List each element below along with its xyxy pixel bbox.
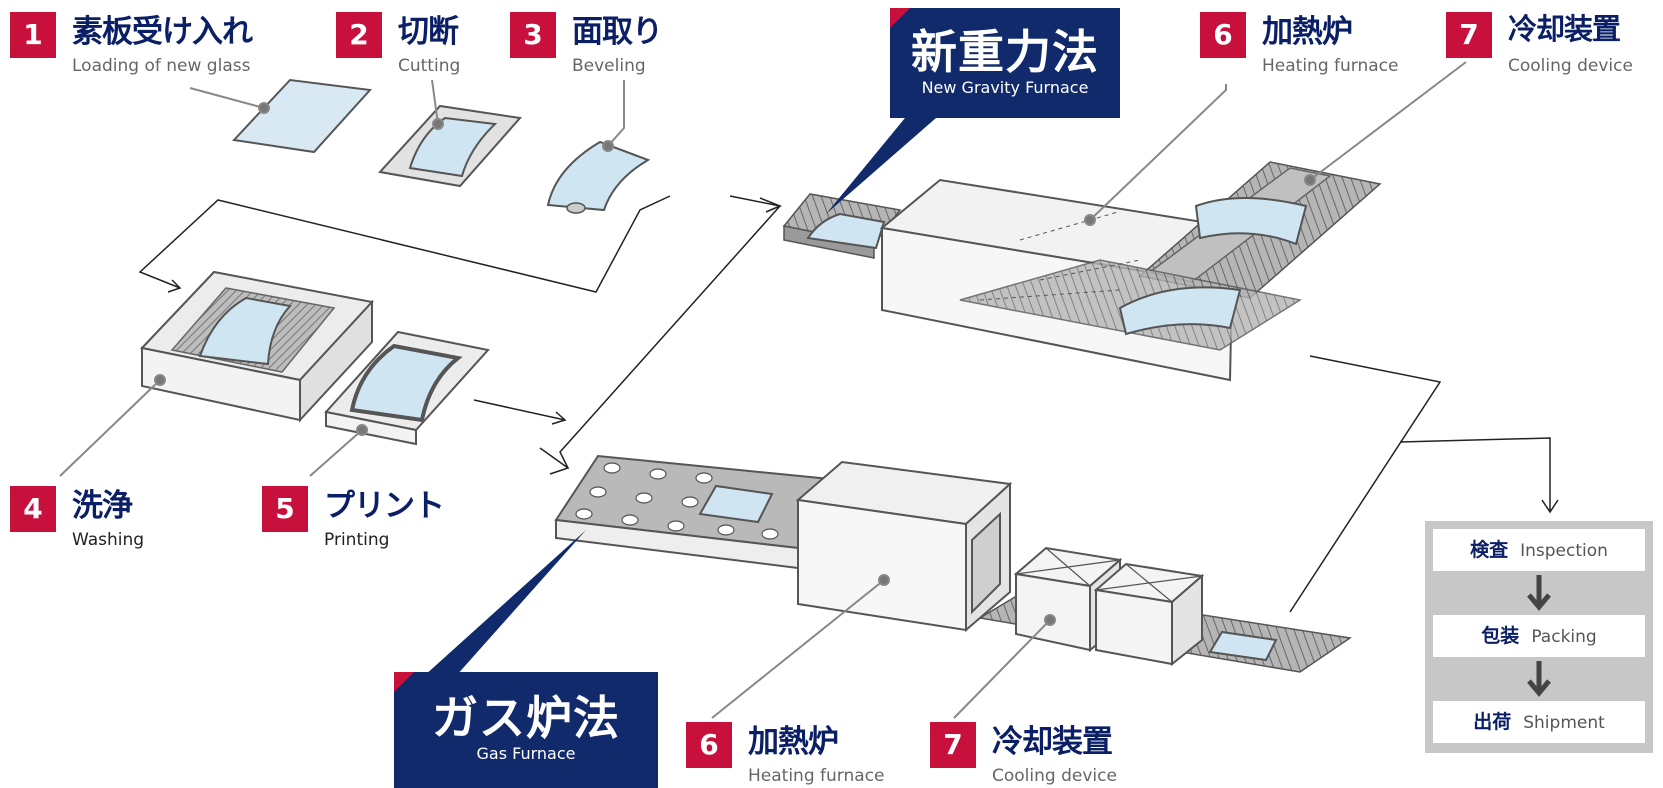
step-title-jp: 面取り [572, 14, 663, 50]
step-number-badge: 1 [10, 12, 56, 58]
step-number-badge: 4 [10, 486, 56, 532]
step-number-badge: 5 [262, 486, 308, 532]
step-title-en: Washing [72, 530, 145, 550]
method-title-en: New Gravity Furnace [921, 78, 1089, 97]
method-title-en: Gas Furnace [476, 744, 576, 763]
step-title-en: Loading of new glass [72, 56, 251, 76]
step-title-en: Heating furnace [1262, 56, 1399, 76]
step-title-en: Beveling [572, 56, 646, 76]
final-step-shipment: 出荷 Shipment [1433, 701, 1645, 743]
step-title-jp: 素板受け入れ [72, 14, 253, 50]
final-step-packing: 包装 Packing [1433, 615, 1645, 657]
final-step-jp: 検査 [1470, 539, 1509, 561]
gravity-pointer [826, 118, 936, 214]
step-title-en: Cutting [398, 56, 461, 76]
corner-accent [394, 672, 414, 692]
down-arrow-icon [1527, 575, 1551, 611]
step-number-badge: 2 [336, 12, 382, 58]
gas-pointer [424, 530, 586, 676]
printing-graphic [324, 330, 490, 446]
step-title-jp: プリント [324, 488, 445, 524]
final-step-inspection: 検査 Inspection [1433, 529, 1645, 571]
down-arrow-icon [1527, 661, 1551, 697]
step-number-badge: 6 [686, 722, 732, 768]
gravity-furnace-graphic [782, 161, 1382, 382]
step-title-jp: 加熱炉 [1262, 14, 1353, 50]
step-title-jp: 加熱炉 [748, 724, 839, 760]
step-title-jp: 切断 [398, 14, 459, 50]
step-title-jp: 冷却装置 [992, 724, 1113, 760]
step-title-en: Cooling device [992, 766, 1117, 786]
gas-furnace-graphic [554, 454, 1352, 673]
corner-accent [890, 8, 910, 28]
flow-lines [138, 195, 1559, 613]
final-steps-panel: 検査 Inspection 包装 Packing 出荷 Shipment [1425, 521, 1653, 753]
step-title-jp: 洗浄 [72, 488, 133, 524]
method-title-jp: ガス炉法 [432, 691, 620, 745]
step-title-en: Printing [324, 530, 390, 550]
final-step-en: Packing [1531, 627, 1597, 647]
step-number-badge: 6 [1200, 12, 1246, 58]
final-step-en: Inspection [1520, 541, 1608, 561]
step-title-jp: 冷却装置 [1508, 12, 1621, 46]
gas-method-label: ガス炉法 Gas Furnace [394, 672, 658, 788]
final-step-en: Shipment [1523, 713, 1605, 733]
cutting-graphic [378, 104, 522, 188]
method-title-jp: 新重力法 [911, 25, 1099, 79]
step-number-badge: 3 [510, 12, 556, 58]
step-title-en: Heating furnace [748, 766, 885, 786]
callout-leader-lines [59, 61, 1467, 719]
final-step-jp: 包装 [1481, 625, 1520, 647]
step-number-badge: 7 [930, 722, 976, 768]
final-step-jp: 出荷 [1473, 711, 1512, 733]
glass-sheet-graphic [231, 78, 373, 154]
beveled-glass-graphic [546, 140, 651, 214]
washing-machine-graphic [140, 270, 374, 423]
step-title-en: Cooling device [1508, 56, 1633, 76]
step-number-badge: 7 [1446, 12, 1492, 58]
gravity-method-label: 新重力法 New Gravity Furnace [890, 8, 1120, 118]
